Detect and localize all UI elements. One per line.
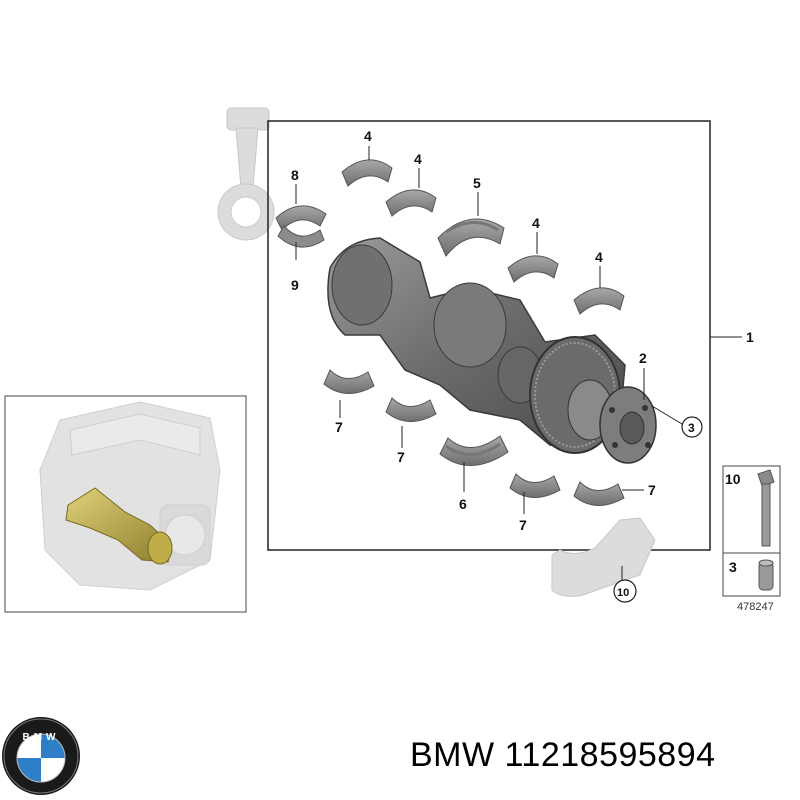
callout-3: 3	[688, 421, 695, 435]
callout-10-circle	[613, 579, 637, 603]
bmw-logo-letters: BMW	[23, 732, 60, 743]
sleeve-icon	[758, 559, 774, 591]
legend-bolt-number: 10	[725, 471, 741, 487]
callout-3-circle	[681, 416, 703, 438]
legend-sleeve-number: 3	[729, 559, 737, 575]
callout-7d: 7	[648, 482, 656, 498]
callout-10: 10	[617, 587, 629, 599]
assembly-frame	[267, 120, 711, 551]
part-caption: BMW 11218595894	[410, 736, 716, 775]
callout-1: 1	[746, 329, 754, 345]
callout-4c: 4	[532, 215, 540, 231]
bearing-shell-upper-3	[507, 255, 559, 283]
leader-lines	[295, 146, 742, 580]
callout-5: 5	[473, 175, 481, 191]
engine-crankshaft-highlight	[65, 487, 173, 565]
ghost-bearing-cap	[551, 517, 656, 597]
thrust-bearing-lower	[439, 435, 509, 466]
callout-4d: 4	[595, 249, 603, 265]
bearing-shell-lower-4	[573, 481, 625, 506]
callout-4a: 4	[364, 128, 372, 144]
bearing-shell-upper-1	[341, 159, 393, 187]
bearing-shell-upper-4	[573, 287, 625, 315]
bearing-shell-lower-3	[509, 473, 561, 498]
bmw-logo-icon: BMW	[2, 717, 80, 795]
drawing-number: 478247	[737, 601, 774, 613]
callout-8: 8	[291, 167, 299, 183]
bearing-shell-8	[275, 205, 327, 231]
callout-7a: 7	[335, 419, 343, 435]
engine-ghost-block	[39, 401, 221, 591]
caption-part-number: 11218595894	[504, 736, 716, 774]
callout-7b: 7	[397, 449, 405, 465]
callout-4b: 4	[414, 151, 422, 167]
thrust-bearing-upper	[437, 218, 505, 257]
bearing-shell-lower-1	[323, 369, 375, 394]
ghost-connecting-rod	[217, 107, 275, 241]
bearing-shell-lower-2	[385, 397, 437, 422]
crankshaft	[327, 237, 657, 464]
bolt-icon	[757, 469, 775, 547]
callout-6: 6	[459, 496, 467, 512]
parts-legend: 10 3 478247	[722, 465, 781, 613]
callout-7c: 7	[519, 517, 527, 533]
bearing-shell-upper-2	[385, 189, 437, 217]
callout-9: 9	[291, 277, 299, 293]
callout-2: 2	[639, 350, 647, 366]
caption-brand: BMW	[410, 736, 495, 774]
bearing-shell-9	[277, 225, 325, 248]
